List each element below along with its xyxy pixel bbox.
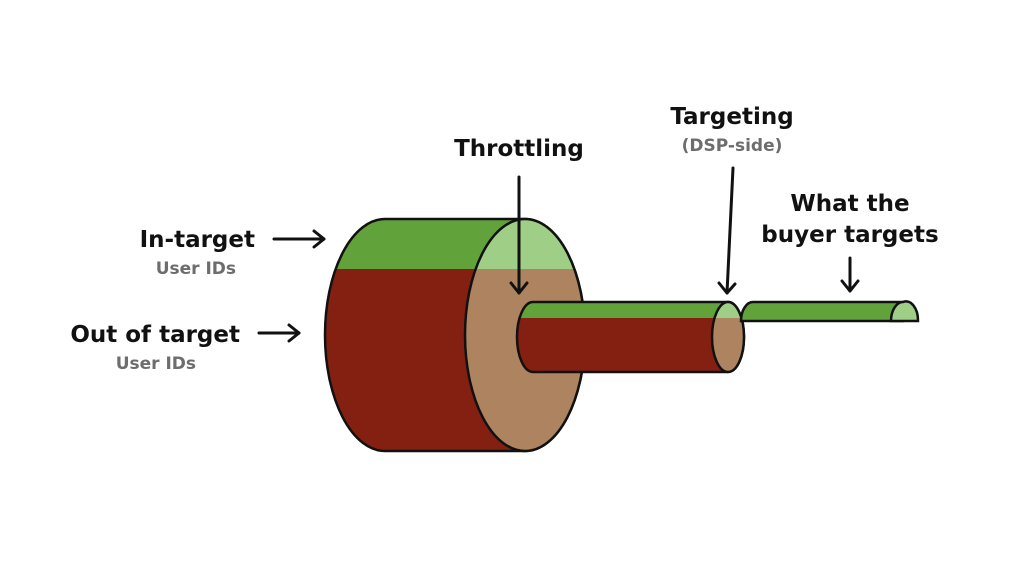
thin-cylinder-green-body <box>739 300 905 323</box>
arrow-down-icon <box>509 175 529 295</box>
arrow-down-icon <box>840 256 860 293</box>
label-targeting-sub: (DSP-side) <box>682 136 783 156</box>
arrow-down-icon <box>717 166 737 295</box>
label-buyer-line1: What the <box>790 191 909 217</box>
medium-cylinder <box>515 300 746 374</box>
medium-cylinder-green-body <box>517 302 744 318</box>
label-in-target: In-target <box>140 227 255 253</box>
label-out-of-target: Out of target <box>70 322 240 348</box>
label-in-target-sub: User IDs <box>156 259 236 279</box>
thin-cylinder-light-green-face <box>889 300 920 323</box>
arrow-right-icon <box>257 323 301 343</box>
label-targeting: Targeting <box>670 104 793 130</box>
label-buyer-line2: buyer targets <box>761 222 938 248</box>
medium-cylinder-face-outline <box>710 300 746 374</box>
label-out-of-target-sub: User IDs <box>116 354 196 374</box>
arrow-right-icon <box>272 229 326 249</box>
thin-half-cylinder <box>739 300 920 323</box>
label-throttling: Throttling <box>454 136 584 162</box>
